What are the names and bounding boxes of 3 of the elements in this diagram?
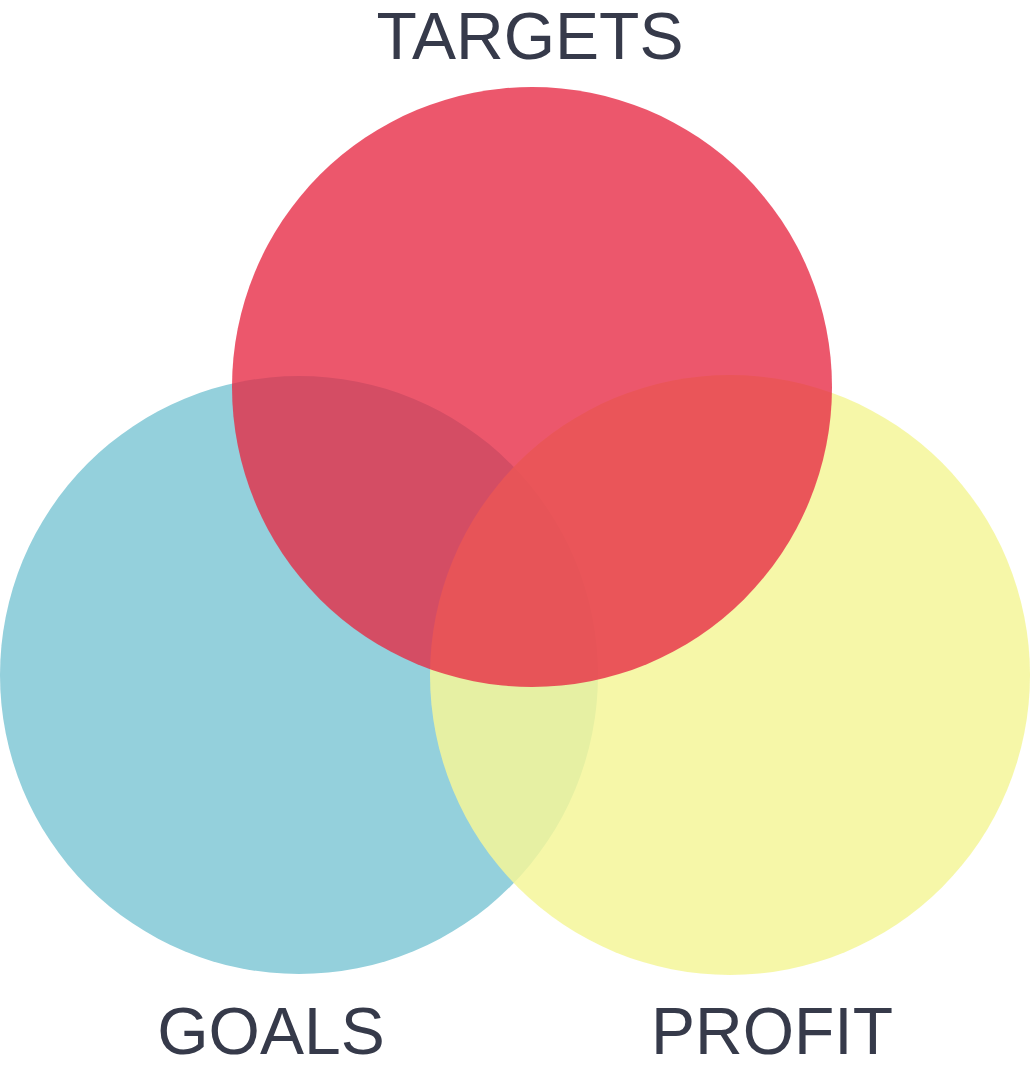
circle-label: GOALS <box>157 998 385 1064</box>
circle-label: PROFIT <box>651 998 893 1064</box>
circle-label: TARGETS <box>376 3 684 69</box>
